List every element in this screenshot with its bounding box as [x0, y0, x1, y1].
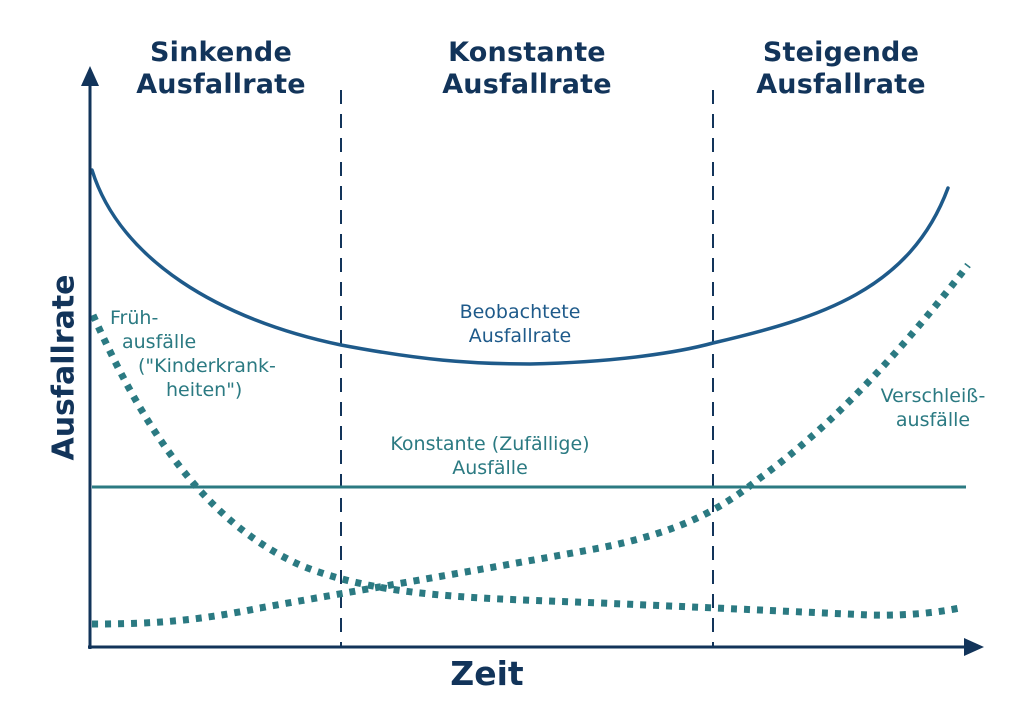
- early-failures-label-line3: ("Kinderkrank-: [138, 355, 276, 377]
- x-axis-label: Zeit: [450, 654, 524, 693]
- constant-failures-label: Konstante (Zufällige) Ausfälle: [370, 432, 610, 480]
- region-title-decreasing-line2: Ausfallrate: [136, 69, 306, 100]
- region-title-constant: Konstante Ausfallrate: [422, 37, 632, 101]
- constant-failures-label-line2: Ausfälle: [452, 457, 528, 479]
- region-title-constant-line1: Konstante: [448, 37, 606, 68]
- region-title-decreasing: Sinkende Ausfallrate: [116, 37, 326, 101]
- y-axis-arrow-icon: [81, 66, 99, 86]
- observed-rate-label: Beobachtete Ausfallrate: [420, 300, 620, 348]
- observed-rate-label-line1: Beobachtete: [459, 301, 581, 323]
- early-failures-label: Früh- ausfälle ("Kinderkrank- heiten"): [98, 306, 288, 402]
- wearout-failures-label-line2: ausfälle: [895, 409, 971, 431]
- observed-failure-rate-curve: [90, 168, 950, 366]
- wearout-failures-label-line1: Verschleiß-: [880, 385, 986, 407]
- region-title-increasing-line2: Ausfallrate: [756, 69, 926, 100]
- region-title-constant-line2: Ausfallrate: [442, 69, 612, 100]
- wearout-failures-label: Verschleiß- ausfälle: [868, 384, 998, 432]
- constant-failures-label-line1: Konstante (Zufällige): [390, 433, 590, 455]
- early-failures-curve: [89, 313, 961, 619]
- region-title-decreasing-line1: Sinkende: [150, 37, 292, 68]
- early-failures-label-line4: heiten"): [166, 379, 243, 401]
- x-axis-arrow-icon: [964, 638, 984, 656]
- observed-rate-label-line2: Ausfallrate: [468, 325, 572, 347]
- wearout-failures-curve: [91, 262, 971, 628]
- region-title-increasing: Steigende Ausfallrate: [736, 37, 946, 101]
- region-title-increasing-line1: Steigende: [762, 37, 920, 68]
- early-failures-label-line1: Früh-: [110, 307, 159, 329]
- early-failures-label-line2: ausfälle: [122, 331, 197, 353]
- y-axis-label: Ausfallrate: [46, 274, 82, 461]
